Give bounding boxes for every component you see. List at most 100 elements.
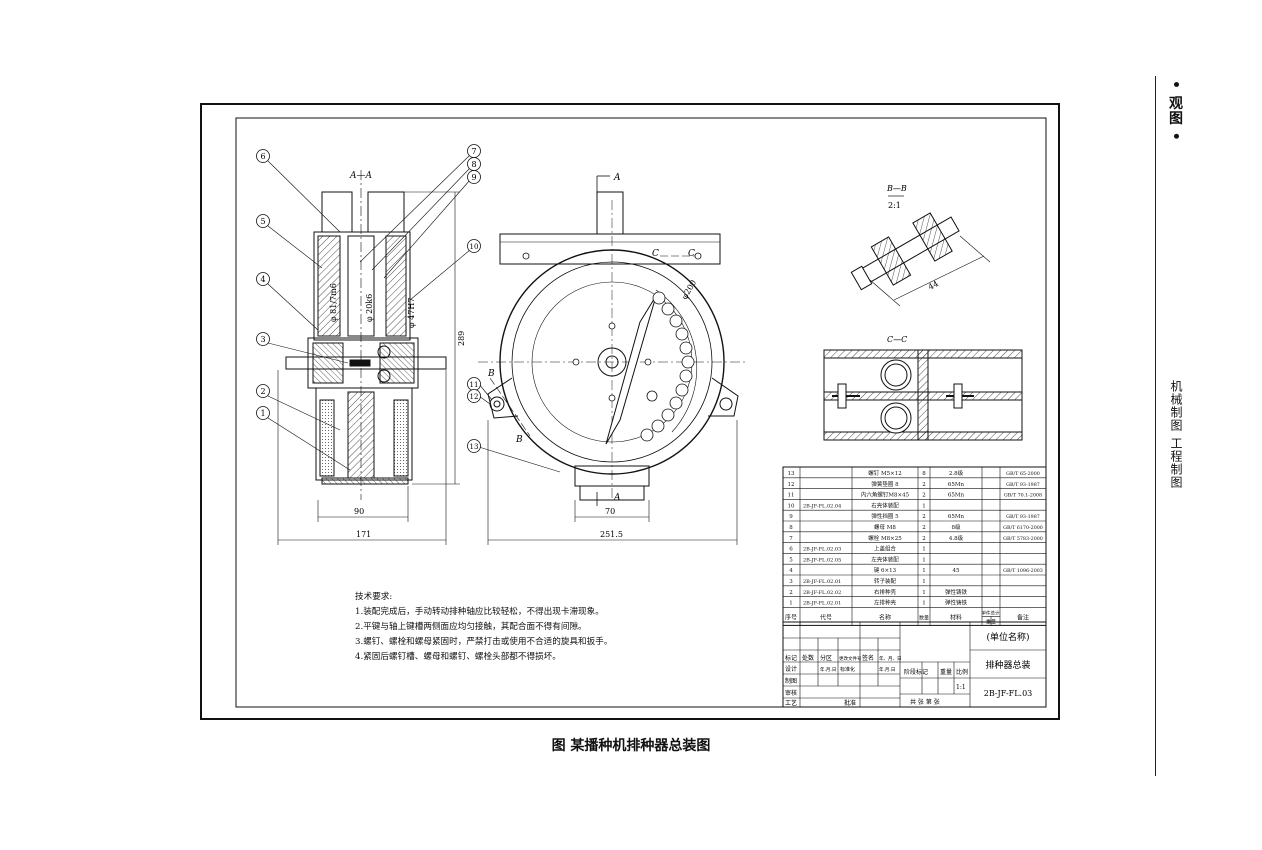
bom-name: 转子装配 xyxy=(874,577,897,585)
svg-text:13: 13 xyxy=(470,443,479,451)
tb-sign: 签名 xyxy=(862,654,874,662)
bom-name: 内六角螺钉M8×45 xyxy=(861,491,910,499)
bom-header-code: 代号 xyxy=(820,613,832,621)
tech-requirements: 技术要求: 1.装配完成后，手动转动排种轴应比较轻松，不得出现卡滞现象。 2.平… xyxy=(355,590,612,665)
cut-b-bottom: B xyxy=(515,435,523,445)
tech-item: 2.平键与轴上键槽两侧面应均匀接触，其配合面不得有间隙。 xyxy=(355,622,587,632)
bom-material: 2.8级 xyxy=(949,469,964,477)
bom-qty: 1 xyxy=(922,547,926,553)
balloon-10: 10 xyxy=(467,239,481,253)
dim-d7: 70 xyxy=(605,507,615,516)
bom-name: 螺母 M8 xyxy=(874,523,896,531)
bom-code: 2B-JF-FL.02.02 xyxy=(803,590,841,596)
bom-material: 65Mn xyxy=(948,493,965,499)
bom-no: 12 xyxy=(788,482,795,488)
balloon-1: 1 xyxy=(256,406,270,420)
tb-scale: 比例 xyxy=(956,668,968,676)
bom-no: 6 xyxy=(789,547,793,553)
bom-no: 4 xyxy=(789,568,793,574)
bom-name: 右排种壳 xyxy=(874,588,897,596)
bom-qty: 1 xyxy=(922,601,926,607)
tb-drafting: 制图 xyxy=(785,677,797,685)
tb-zone: 分区 xyxy=(820,654,832,662)
dim-d2: φ 20k6 xyxy=(365,294,374,322)
bom-no: 7 xyxy=(789,536,793,542)
bom-code: 2B-JF-FL.02.01 xyxy=(803,601,841,607)
svg-text:1: 1 xyxy=(260,409,265,418)
section-cc-label: C—C xyxy=(887,335,907,344)
outer-frame xyxy=(200,103,1060,720)
bom-header-unit: 单件 xyxy=(982,609,991,616)
tech-title: 技术要求: xyxy=(355,592,393,602)
tech-item: 3.螺钉、螺栓和螺母紧固时，严禁打击或使用不合适的旋具和扳手。 xyxy=(355,637,613,647)
bom-no: 3 xyxy=(789,579,793,585)
dim-d9: φ200 xyxy=(680,278,698,301)
balloon-11: 11 xyxy=(467,377,481,391)
bom-no: 1 xyxy=(789,601,793,607)
section-aa-view: A—A xyxy=(277,170,460,545)
bom-name: 螺钉 M5×12 xyxy=(868,469,902,477)
bom-no: 5 xyxy=(789,557,793,563)
tb-stage-mark: 阶段标记 xyxy=(904,668,928,676)
bom-name: 弹性挡圈 5 xyxy=(871,512,899,520)
bom-qty: 1 xyxy=(922,568,926,574)
bom-no: 2 xyxy=(789,590,793,596)
bom-note: GB/T 5783-2000 xyxy=(1003,536,1043,542)
balloon-7: 7 xyxy=(467,144,481,158)
side-rule xyxy=(1155,76,1156,776)
bom-material: 弹性铸铁 xyxy=(945,599,968,607)
bom-header-qty: 数量 xyxy=(919,614,929,621)
tech-item: 4.紧固后螺钉槽、螺母和螺钉、螺栓头部都不得损坏。 xyxy=(355,652,561,662)
bom-note: GB/T 1096-2003 xyxy=(1003,568,1043,574)
bom-qty: 2 xyxy=(922,525,926,531)
tb-sig-date-1: 年.月.日 xyxy=(820,666,836,673)
bom-header-material: 材料 xyxy=(950,613,962,621)
title-block-text: 标记 处数 分区 更改文件号 签名 年、月、日 设计 年.月.日 标准化 年.月… xyxy=(785,654,968,707)
bom-name: 左排种壳 xyxy=(874,599,897,607)
tech-item: 1.装配完成后，手动转动排种轴应比较轻松，不得出现卡滞现象。 xyxy=(355,607,604,617)
tb-sheets: 共 张 第 张 xyxy=(910,698,940,706)
leader-lines-front xyxy=(478,383,561,473)
tb-check: 审核 xyxy=(785,689,797,697)
side-title: 机械制图 工程制图 xyxy=(1169,380,1183,489)
bom-material: 65Mn xyxy=(948,482,965,488)
title-block xyxy=(782,621,1047,708)
bom-no: 11 xyxy=(788,493,795,499)
tb-unit: (单位名称) xyxy=(986,631,1029,643)
cut-c-right: C xyxy=(688,249,695,259)
bom-material: 65Mn xyxy=(948,514,965,520)
tb-weight: 重量 xyxy=(940,668,952,676)
section-bb-scale: 2:1 xyxy=(888,201,901,210)
bom-material: 45 xyxy=(953,568,960,574)
bom-note: GB/T 65-2000 xyxy=(1006,471,1040,477)
tb-drawing-name: 排种器总装 xyxy=(985,659,1030,671)
bom-no: 10 xyxy=(788,503,795,509)
bom-qty: 1 xyxy=(922,590,926,596)
tb-change-doc: 更改文件号 xyxy=(839,655,862,662)
bom-note: GB/T 6170-2000 xyxy=(1003,525,1043,531)
bom-qty: 2 xyxy=(922,493,926,499)
tb-sig-date-2: 年.月.日 xyxy=(879,666,895,673)
balloon-3: 3 xyxy=(256,332,270,346)
bom-material: 弹性铸铁 xyxy=(945,588,968,596)
tb-approve: 批准 xyxy=(844,699,856,707)
bom-no: 13 xyxy=(788,471,795,477)
svg-text:3: 3 xyxy=(260,335,265,344)
tb-drawing-code: 2B-JF-FL.03 xyxy=(984,689,1033,698)
section-bb-view xyxy=(850,195,991,307)
bom-qty: 1 xyxy=(922,579,926,585)
bom-code: 2B-JF-FL.02.03 xyxy=(803,547,841,553)
balloon-4: 4 xyxy=(256,272,270,286)
balloon-8: 8 xyxy=(467,157,481,171)
dim-d4: 289 xyxy=(457,331,466,346)
balloon-2: 2 xyxy=(256,384,270,398)
tb-count: 处数 xyxy=(802,654,814,662)
svg-text:8: 8 xyxy=(471,160,476,169)
svg-text:10: 10 xyxy=(470,243,479,251)
bom-name: 左壳体装配 xyxy=(871,555,899,563)
bom-name: 右壳体装配 xyxy=(871,501,899,509)
bom-name: 弹簧垫圈 8 xyxy=(871,480,899,488)
cut-a-top: A xyxy=(613,173,621,183)
